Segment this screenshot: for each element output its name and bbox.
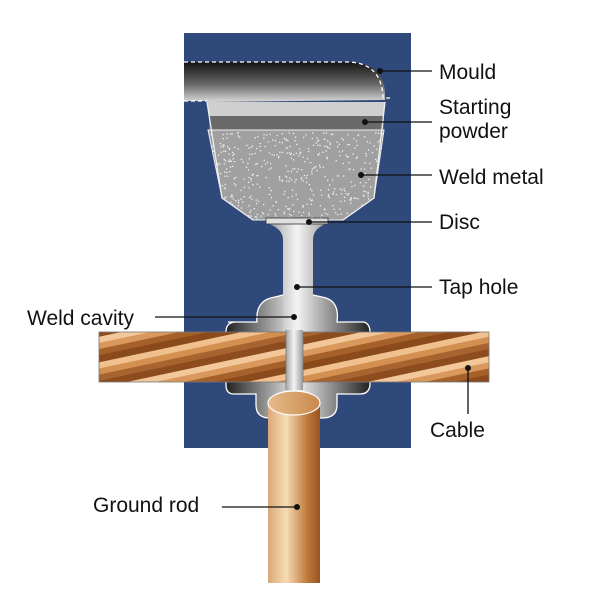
disc (265, 217, 329, 225)
crucible-outline (206, 101, 386, 221)
ground-rod-top (267, 390, 321, 416)
tap-hole-lower (285, 330, 303, 390)
label-ground-rod: Ground rod (93, 494, 199, 517)
label-starting-powder-2: powder (439, 120, 508, 143)
cable-right (302, 331, 490, 383)
label-cable: Cable (430, 419, 485, 442)
label-tap-hole: Tap hole (439, 276, 518, 299)
label-starting-powder-1: Starting (439, 96, 511, 119)
crucible-upper (207, 102, 385, 116)
label-weld-metal: Weld metal (439, 166, 544, 189)
cable-left (98, 331, 287, 383)
label-disc: Disc (439, 211, 480, 234)
label-weld-cavity: Weld cavity (27, 307, 134, 330)
crucible-lid (184, 62, 385, 102)
starting-powder (209, 116, 384, 131)
label-mould: Mould (439, 61, 496, 84)
tap-hole (266, 223, 328, 340)
ground-rod (268, 403, 320, 583)
crucible-lid-outline (184, 61, 390, 102)
leader-lines (155, 68, 471, 510)
